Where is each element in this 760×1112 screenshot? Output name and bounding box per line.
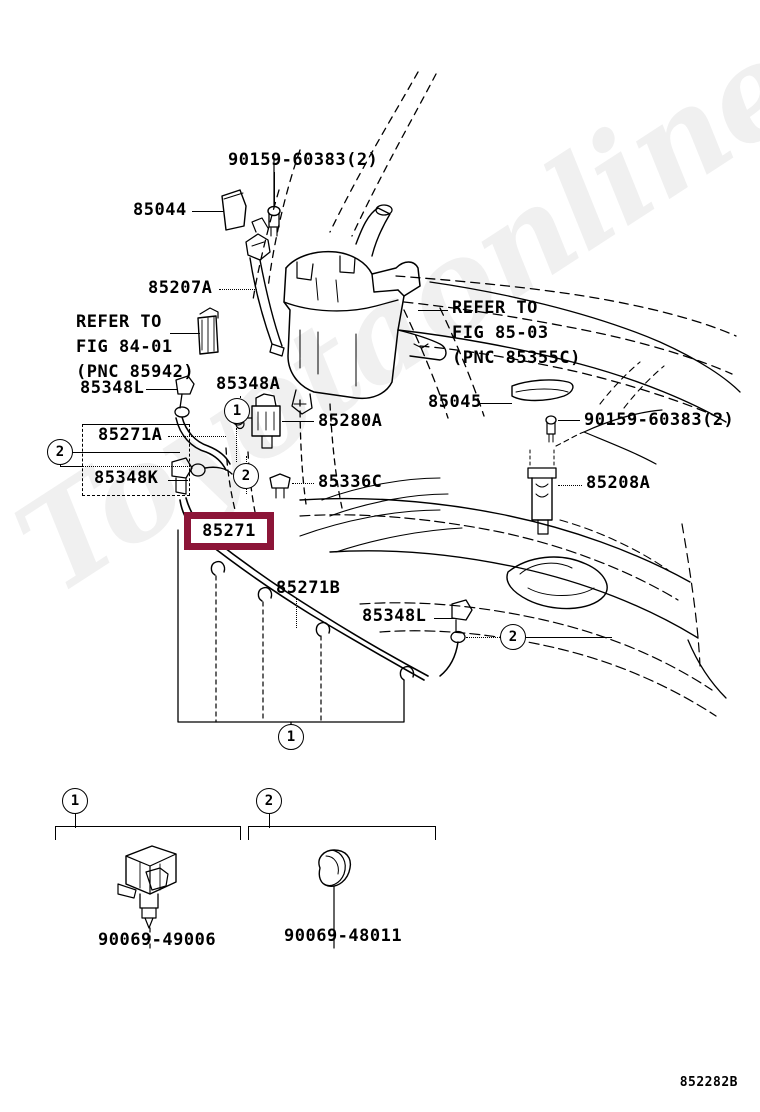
- highlighted-part-85271[interactable]: 85271: [184, 512, 274, 550]
- group-box-mid-dotted: [82, 466, 190, 467]
- leader-refer-8503: [418, 310, 448, 311]
- callout-2-left-number: 2: [55, 444, 65, 460]
- label-85348a: 85348A: [216, 374, 281, 394]
- legend-1-stem: [75, 814, 76, 828]
- legend-callout-2-number: 2: [264, 793, 274, 809]
- legend-callout-2: 2: [256, 788, 282, 814]
- label-85044: 85044: [133, 200, 187, 220]
- leader-85348l-2: [434, 618, 456, 619]
- legend-callout-1: 1: [62, 788, 88, 814]
- label-90159-60383-top: 90159-60383(2): [228, 150, 379, 170]
- leader-85280a: [282, 421, 314, 422]
- leader-85348l-1: [146, 389, 178, 390]
- leader-refer-8401: [170, 333, 200, 334]
- label-85336c: 85336C: [318, 472, 383, 492]
- label-85271b: 85271B: [276, 578, 341, 598]
- callout-2-right: 2: [500, 624, 526, 650]
- label-refer-fig-84-01: REFER TO FIG 84-01 (PNC 85942): [76, 312, 195, 382]
- legend-2-stem: [269, 814, 270, 828]
- leader-90159-right: [558, 420, 580, 421]
- leader-85045: [480, 403, 512, 404]
- leader-callout-2-right: [466, 637, 500, 638]
- legend-part-number-2: 90069-48011: [284, 926, 403, 946]
- legend-callout-1-number: 1: [70, 793, 80, 809]
- highlighted-part-number: 85271: [202, 521, 256, 541]
- group-box-top-edge: [82, 424, 190, 425]
- leader-callout-2-right-tail: [526, 637, 612, 638]
- callout-1-hose: 1: [278, 724, 304, 750]
- callout-1-hose-number: 1: [286, 729, 296, 745]
- label-85348l-upper: 85348L: [80, 378, 145, 398]
- leader-callout-2-left-top: [60, 452, 180, 453]
- legend-bracket-1: [55, 826, 241, 840]
- callout-1-upper-number: 1: [232, 403, 242, 419]
- label-85208a: 85208A: [586, 473, 651, 493]
- leader-85271b: [296, 598, 297, 628]
- leader-90159-top: [274, 172, 275, 206]
- label-85348k: 85348K: [94, 468, 159, 488]
- callout-2-mid-number: 2: [241, 468, 251, 484]
- leader-85207a: [219, 289, 257, 290]
- callout-1-upper: 1: [224, 398, 250, 424]
- legend-part-number-1: 90069-49006: [98, 930, 217, 950]
- callout-2-left: 2: [47, 439, 73, 465]
- label-85271a: 85271A: [98, 425, 163, 445]
- leader-callout-2-left-bottom: [60, 466, 82, 467]
- label-85045: 85045: [428, 392, 482, 412]
- callout-2-right-number: 2: [508, 629, 518, 645]
- callout-2-mid: 2: [233, 463, 259, 489]
- legend-bracket-2: [248, 826, 436, 840]
- figure-code: 852282B: [679, 1075, 738, 1090]
- label-90159-60383-right: 90159-60383(2): [584, 410, 735, 430]
- leader-85044: [192, 211, 224, 212]
- leader-85208a: [558, 485, 582, 486]
- leader-callout-1-upper: [236, 428, 237, 462]
- leader-85336c: [292, 483, 314, 484]
- label-85207a: 85207A: [148, 278, 213, 298]
- label-85280a: 85280A: [318, 411, 383, 431]
- label-refer-fig-85-03: REFER TO FIG 85-03 (PNC 85355C): [452, 298, 581, 368]
- label-85348l-lower: 85348L: [362, 606, 427, 626]
